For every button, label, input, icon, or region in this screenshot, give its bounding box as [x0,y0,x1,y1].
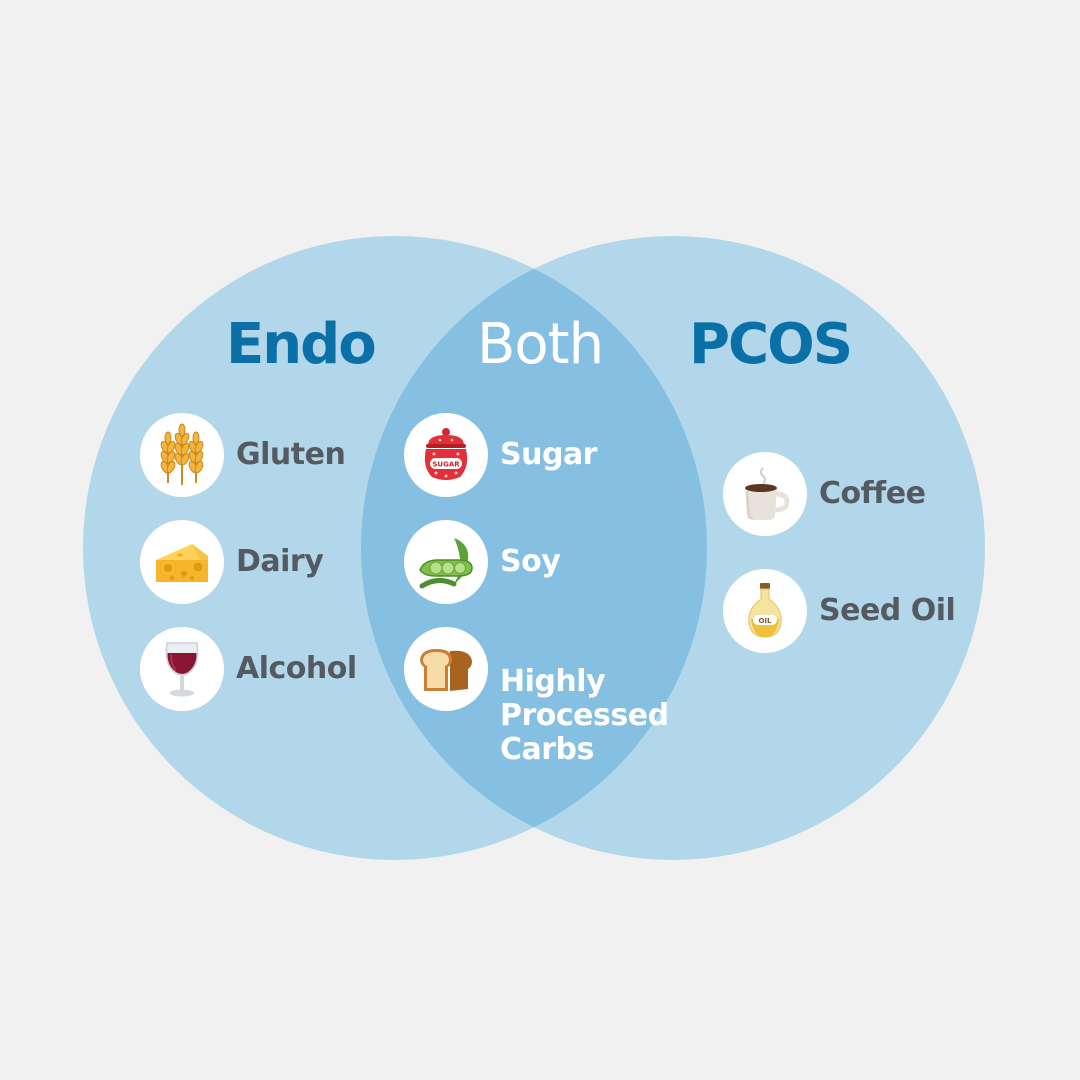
sugar-jar-icon: SUGAR [424,428,468,480]
pcos-title: PCOS [689,312,853,377]
badge [140,627,224,711]
oil-bottle-icon: OIL [748,583,782,638]
cheese-icon [156,544,208,582]
bread-icon [420,649,472,691]
badge: SUGAR [404,413,488,497]
both-title: Both [477,312,604,377]
badge [404,627,488,711]
item-label: Sugar [500,437,597,472]
item-label: Seed Oil [819,593,956,628]
coffee-cup-icon [745,467,790,520]
soybean-pod-icon [419,538,473,589]
list-item-sugar: SUGAR Sugar [404,413,597,497]
badge [140,520,224,604]
list-item-processed-carbs: Highly Processed Carbs [404,627,669,767]
badge [404,520,488,604]
badge: OIL [723,569,807,653]
badge [723,452,807,536]
list-item-seed-oil: OIL Seed Oil [723,569,956,653]
wheat-icon [160,423,204,485]
list-item-dairy: Dairy [140,520,324,604]
item-label: Soy [500,544,561,579]
item-label: Alcohol [236,651,357,686]
item-label: Highly Processed Carbs [500,664,669,767]
list-item-soy: Soy [404,520,561,604]
item-label: Gluten [236,437,346,472]
bottle-label-text: OIL [758,617,772,625]
jar-label-text: SUGAR [432,461,460,469]
item-label: Coffee [819,476,926,511]
endo-title: Endo [226,312,377,377]
list-item-coffee: Coffee [723,452,926,536]
wine-glass-icon [165,642,199,697]
overlap-region [361,236,707,860]
list-item-gluten: Gluten [140,413,346,497]
badge [140,413,224,497]
item-label: Dairy [236,544,324,579]
list-item-alcohol: Alcohol [140,627,357,711]
